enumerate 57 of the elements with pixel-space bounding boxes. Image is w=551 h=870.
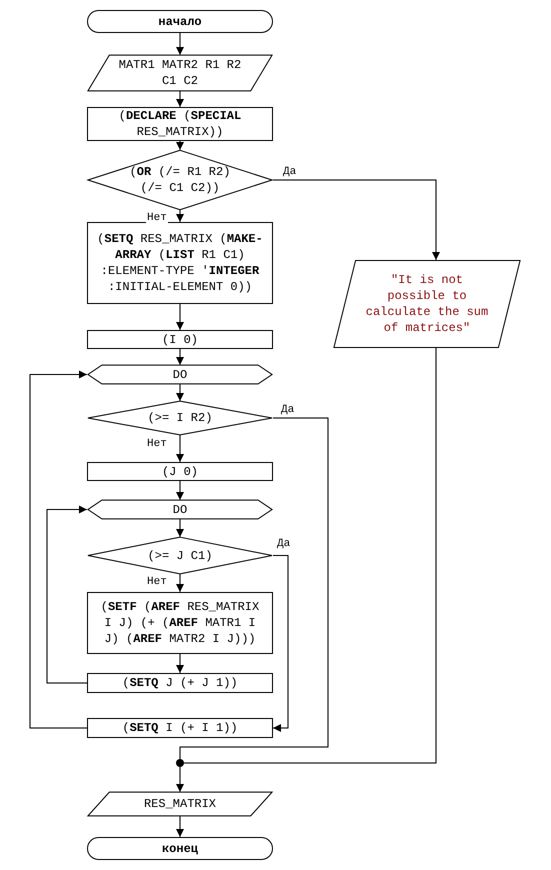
node-text: (SETQ I (+ I 1)) [122, 720, 238, 736]
loop-hexagon [87, 365, 273, 384]
terminal-box [87, 10, 273, 33]
node-text: (>= I R2) [148, 410, 212, 426]
connector-arrow [30, 370, 88, 728]
node-text: (SETQ J (+ J 1)) [122, 675, 238, 691]
process-box [87, 718, 273, 738]
junction-dot [176, 759, 184, 767]
connector-arrow [176, 766, 184, 792]
process-box [87, 107, 273, 141]
connector-arrow [176, 304, 184, 330]
terminal-box [87, 837, 273, 860]
loop-hexagon [87, 500, 273, 519]
node-text: RES_MATRIX [144, 796, 216, 812]
process-box [87, 330, 273, 349]
node-text: (J 0) [162, 464, 198, 480]
node-text: DO [172, 366, 188, 382]
node-text: начало [158, 14, 202, 30]
connector-arrow [176, 816, 184, 838]
edge-label: Да [276, 538, 292, 550]
node-text: (DECLARE (SPECIAL RES_MATRIX)) [118, 108, 242, 140]
node-text: (SETQ RES_MATRIX (MAKE-ARRAY (LIST R1 C1) :ELEMENT-TYPE 'INTEGER :INITIAL-ELEMENT 0)) [96, 231, 264, 295]
connector-arrow [176, 574, 184, 592]
node-text: DO [172, 502, 188, 518]
connector-arrow [176, 654, 184, 674]
data-parallelogram [87, 792, 273, 816]
connector-arrow [176, 434, 184, 462]
process-box [87, 222, 273, 304]
data-parallelogram [87, 55, 273, 91]
edge-label: Да [282, 166, 298, 178]
decision-diamond [87, 150, 273, 210]
process-box [87, 592, 273, 654]
node-text: конец [162, 840, 198, 856]
edge-label: Нет [146, 212, 168, 224]
process-box [87, 673, 273, 693]
node-text: (SETF (AREF RES_MATRIX I J) (+ (AREF MATR1 I J) (AREF MATR2 I J))) [100, 599, 260, 647]
connector-arrow [176, 32, 184, 56]
node-text: (>= J C1) [148, 548, 212, 564]
connector-arrow [176, 140, 184, 150]
node-text: "It is not possible to calculate the sum of matrices" [365, 272, 489, 336]
node-text: (I 0) [162, 332, 198, 348]
connector-arrow [176, 348, 184, 366]
connector-arrow [176, 518, 184, 538]
connector-arrow [176, 480, 184, 500]
connector-arrow [46, 506, 88, 684]
edge-label: Да [280, 404, 296, 416]
node-text: MATR1 MATR2 R1 R2 C1 C2 [118, 57, 242, 89]
decision-diamond [87, 401, 273, 435]
connector-arrow [176, 90, 184, 108]
connector-arrow [272, 555, 288, 732]
connector-arrow [272, 180, 440, 260]
data-parallelogram [333, 260, 521, 348]
decision-diamond [87, 537, 273, 574]
connector-arrow [176, 384, 184, 402]
connector-arrow [176, 210, 184, 222]
process-box [87, 462, 273, 481]
node-text: (OR (/= R1 R2) (/= C1 C2)) [128, 164, 232, 196]
